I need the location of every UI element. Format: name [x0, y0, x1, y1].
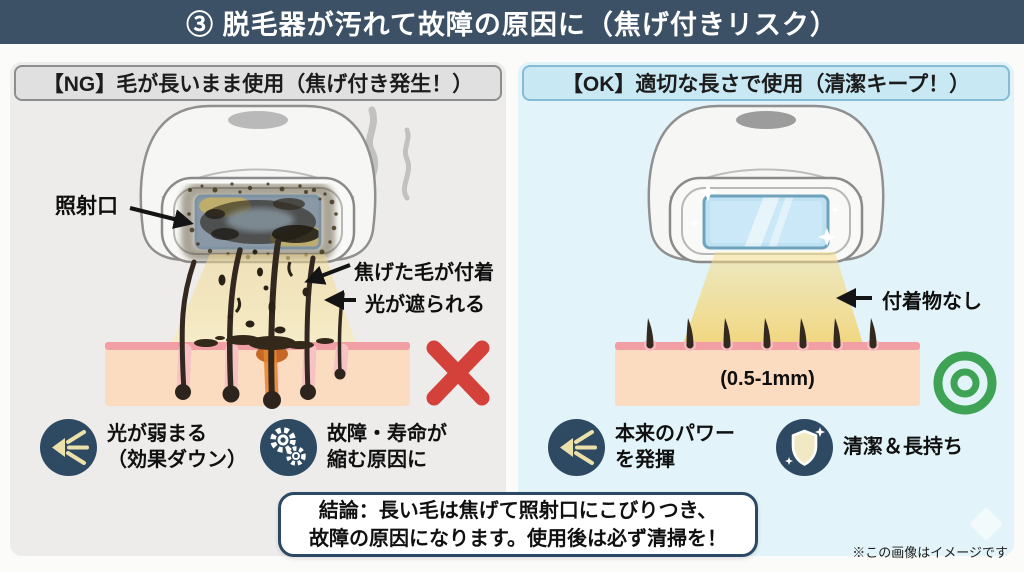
short-hairs	[644, 318, 879, 351]
callout-arrows	[129, 206, 356, 310]
ng-label-light-blocked: 光が遮られる	[365, 294, 485, 316]
device-illustration-ng	[139, 104, 377, 264]
ng-label-burnt-hair: 焦げた毛が付着	[354, 262, 494, 284]
benefit-line: 清潔＆長持ち	[843, 436, 963, 458]
ng-panel: 【NG】毛が長いまま使用（焦げ付き発生！）	[10, 62, 506, 556]
ok-hair-length-label: (0.5-1mm)	[720, 368, 815, 390]
ok-benefit-clean: 清潔＆長持ち	[776, 418, 963, 476]
ok-panel: 【OK】適切な長さで使用（清潔キープ！）	[518, 62, 1014, 556]
benefit-line: 光が弱まる	[107, 423, 207, 445]
shield-icon	[776, 418, 833, 476]
ng-label-window: 照射口	[55, 195, 118, 218]
benefit-line: 縮む原因に	[327, 449, 427, 471]
device-button	[736, 111, 796, 129]
light-beam-ng	[172, 254, 355, 342]
ok-benefit-full-power: 本来のパワー を発揮	[548, 418, 735, 476]
light-beam-ok	[683, 252, 863, 344]
hair-bulbs	[175, 368, 346, 409]
gears-icon	[260, 418, 317, 476]
light-beam-icon	[40, 418, 97, 476]
ng-benefit-malfunction: 故障・寿命が 縮む原因に	[260, 418, 447, 476]
ng-benefit-weak-light: 光が弱まる （効果ダウン）	[40, 418, 247, 476]
lamp-window-clean	[702, 194, 830, 250]
skin-cross-section-ng	[105, 342, 410, 406]
burnt-debris-surface	[194, 335, 334, 350]
conclusion-box: 結論：長い毛は焦げて照射口にこびりつき、 故障の原因になります。使用後は必ず清掃…	[278, 492, 758, 557]
light-beam-icon	[548, 418, 605, 476]
benefit-line: を発揮	[615, 449, 675, 471]
benefit-line: 故障・寿命が	[327, 423, 447, 445]
benefit-line: （効果ダウン）	[107, 449, 247, 471]
conclusion-line-1: 結論：長い毛は焦げて照射口にこびりつき、	[318, 499, 718, 522]
ok-illustration	[615, 104, 997, 415]
device-button	[228, 111, 288, 129]
conclusion-line-2: 故障の原因になります。使用後は必ず清掃を！	[309, 527, 727, 550]
sparkle-icon	[689, 183, 840, 246]
ok-panel-header: 【OK】適切な長さで使用（清潔キープ！）	[522, 65, 1010, 101]
device-illustration-ok	[647, 104, 885, 264]
benefit-line: 本来のパワー	[615, 423, 735, 445]
page-title: ③ 脱毛器が汚れて故障の原因に（焦げ付きリスク）	[186, 9, 838, 40]
ok-label-no-residue: 付着物なし	[882, 291, 982, 313]
ng-illustration	[105, 104, 490, 409]
title-bar: ③ 脱毛器が汚れて故障の原因に（焦げ付きリスク）	[0, 0, 1024, 44]
double-circle-icon	[933, 351, 997, 415]
lamp-window-dirty	[194, 194, 322, 250]
cross-mark-icon	[426, 340, 490, 406]
ng-panel-header: 【NG】毛が長いまま使用（焦げ付き発生！）	[14, 65, 502, 101]
burnt-debris-floating	[218, 249, 310, 334]
image-disclaimer: ※この画像はイメージです	[852, 545, 1008, 560]
